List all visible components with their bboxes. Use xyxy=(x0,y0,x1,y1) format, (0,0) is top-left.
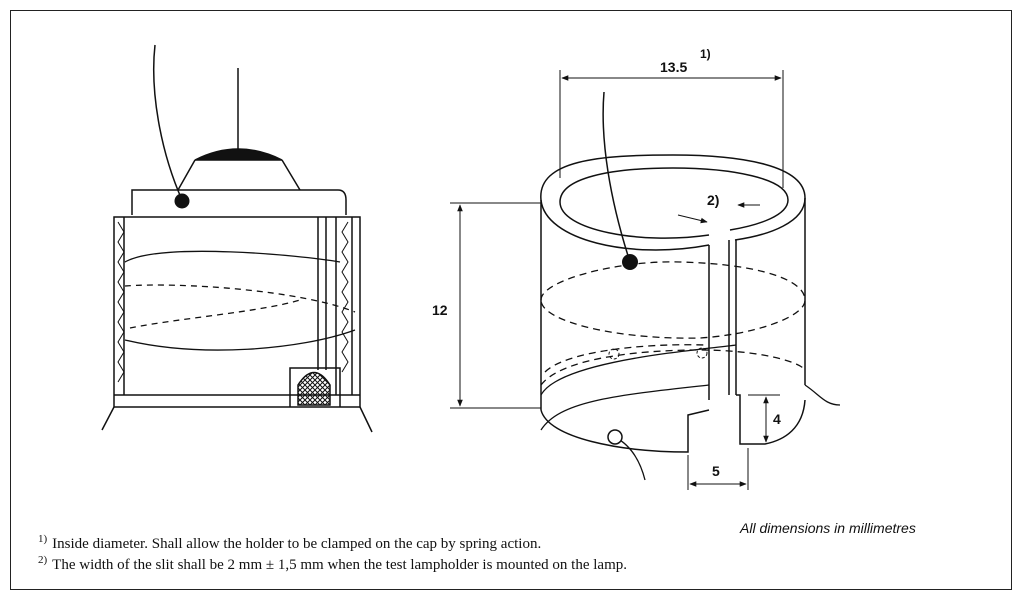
cap-body xyxy=(113,216,361,408)
contact-block xyxy=(289,367,341,407)
lamp-cap-drawing xyxy=(101,44,373,433)
ring-tab xyxy=(736,394,806,445)
ring-top-outer xyxy=(540,154,806,251)
lampholder-ring-drawing xyxy=(540,91,841,481)
drawing-frame xyxy=(10,10,1012,590)
footnote-2: 2) The width of the slit shall be 2 mm ± … xyxy=(38,554,627,574)
height-label: 12 xyxy=(432,302,448,318)
wire-terminal-ring xyxy=(607,429,623,445)
units-note: All dimensions in millimetres xyxy=(740,520,916,536)
contact-pin xyxy=(297,371,331,406)
footnote-2-text: The width of the slit shall be 2 mm ± 1,… xyxy=(52,557,627,573)
wire-top xyxy=(602,91,631,263)
tab-height-label: 4 xyxy=(773,411,781,427)
wire-connection-dot-left xyxy=(174,193,190,209)
footnote-2-marker: 2) xyxy=(38,554,48,566)
wire-tail xyxy=(614,436,646,481)
ring-bottom-left xyxy=(540,409,710,453)
tab-offset-label: 5 xyxy=(712,463,720,479)
ring-top-inner xyxy=(559,167,789,239)
contact-dome xyxy=(194,148,283,161)
hidden-ellipse xyxy=(540,261,806,339)
slit-footnote-ref: 2) xyxy=(707,192,719,208)
wire-left xyxy=(152,44,183,201)
diameter-label: 13.5 xyxy=(660,59,687,75)
wire-connection-dot-right xyxy=(622,254,638,270)
footnote-1-text: Inside diameter. Shall allow the holder … xyxy=(52,536,542,552)
dimension-lines xyxy=(450,70,784,490)
footnote-1: 1) Inside diameter. Shall allow the holde… xyxy=(38,533,541,553)
footnote-1-marker: 1) xyxy=(38,533,48,545)
cap-top-plate xyxy=(131,189,347,215)
diameter-footnote-ref: 1) xyxy=(700,47,711,61)
dome-flanks xyxy=(177,159,301,191)
